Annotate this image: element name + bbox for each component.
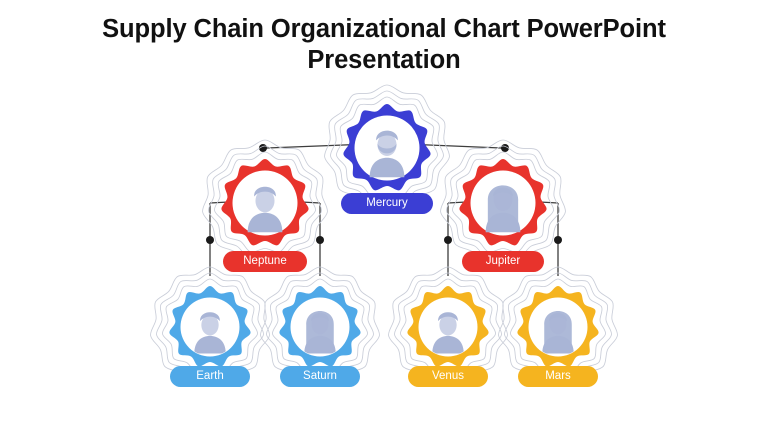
avatar-male-short-hair [247,186,283,233]
avatar-female-long-hair [542,311,574,354]
avatar-badge-neptune[interactable] [199,137,331,269]
avatar-badge-saturn[interactable] [257,264,383,390]
avatar-male-bearded [369,130,405,178]
node-label-mars[interactable]: Mars [518,366,598,387]
node-label-mercury[interactable]: Mercury [341,193,433,214]
avatar-badge-jupiter[interactable] [437,137,569,269]
node-label-earth[interactable]: Earth [170,366,250,387]
node-label-venus[interactable]: Venus [408,366,488,387]
avatar-male-short-hair [194,312,226,354]
decorative-outline-ring [452,151,554,253]
avatar-male-short-hair [432,312,464,354]
node-label-jupiter[interactable]: Jupiter [462,251,544,272]
avatar-female-long-hair [485,185,521,233]
avatar-female-long-hair [304,311,336,354]
avatar-badge-mars[interactable] [495,264,621,390]
page-title: Supply Chain Organizational Chart PowerP… [102,15,666,74]
avatar-badge-earth[interactable] [147,264,273,390]
decorative-outline-ring [214,151,316,253]
node-label-saturn[interactable]: Saturn [280,366,360,387]
avatar-badge-venus[interactable] [385,264,511,390]
node-label-neptune[interactable]: Neptune [223,251,307,272]
